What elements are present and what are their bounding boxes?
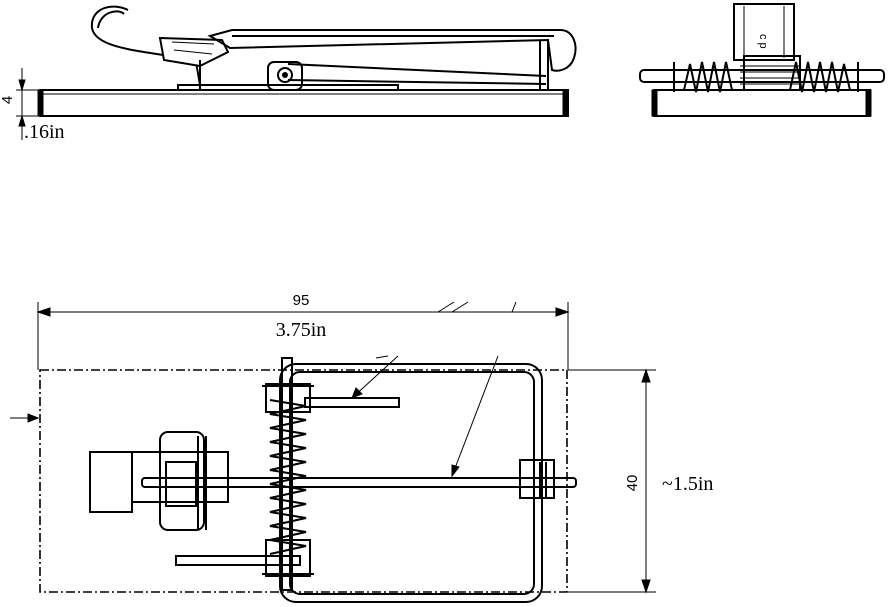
side-base-shadow — [37, 89, 44, 117]
height-mm-label: 4 — [0, 96, 16, 104]
length-mm-label: 95 — [293, 292, 310, 309]
top-trigger-plate — [131, 451, 229, 503]
top-centre-rod — [141, 477, 577, 488]
top-kill-wire-loop — [279, 363, 543, 603]
top-base-board — [39, 369, 568, 593]
side-hook-wire — [90, 5, 201, 86]
end-base-board — [653, 89, 871, 117]
end-view: c p — [639, 3, 885, 117]
height-dimension: 4 .16in — [0, 68, 65, 143]
top-bait-plate — [89, 451, 133, 513]
side-base-shadow-right — [562, 89, 569, 117]
side-view: 4 .16in — [0, 5, 577, 143]
end-spring-rod — [639, 69, 885, 83]
svg-text:c p: c p — [757, 34, 769, 49]
end-bait-block — [733, 3, 795, 61]
top-hold-bar-lower — [175, 555, 301, 566]
width-mm-label: 40 — [624, 475, 641, 492]
width-in-label: ~1.5in — [662, 473, 713, 495]
width-dimension: 40 ~1.5in — [568, 368, 713, 594]
side-pivot-pin — [277, 67, 293, 83]
length-dimension: 95 3.75in — [36, 292, 570, 370]
top-spring-coils — [269, 399, 307, 555]
top-hold-bar-upper — [304, 397, 400, 408]
side-pivot-block — [267, 61, 303, 91]
height-in-label: .16in — [24, 121, 65, 143]
side-lever-arm — [287, 63, 547, 85]
side-kill-bar — [207, 29, 577, 72]
end-centre-clamp — [743, 55, 801, 91]
top-right-staple — [519, 459, 555, 499]
top-view: 95 3.75in 40 ~1.5in — [10, 292, 713, 603]
length-in-label: 3.75in — [276, 319, 327, 341]
